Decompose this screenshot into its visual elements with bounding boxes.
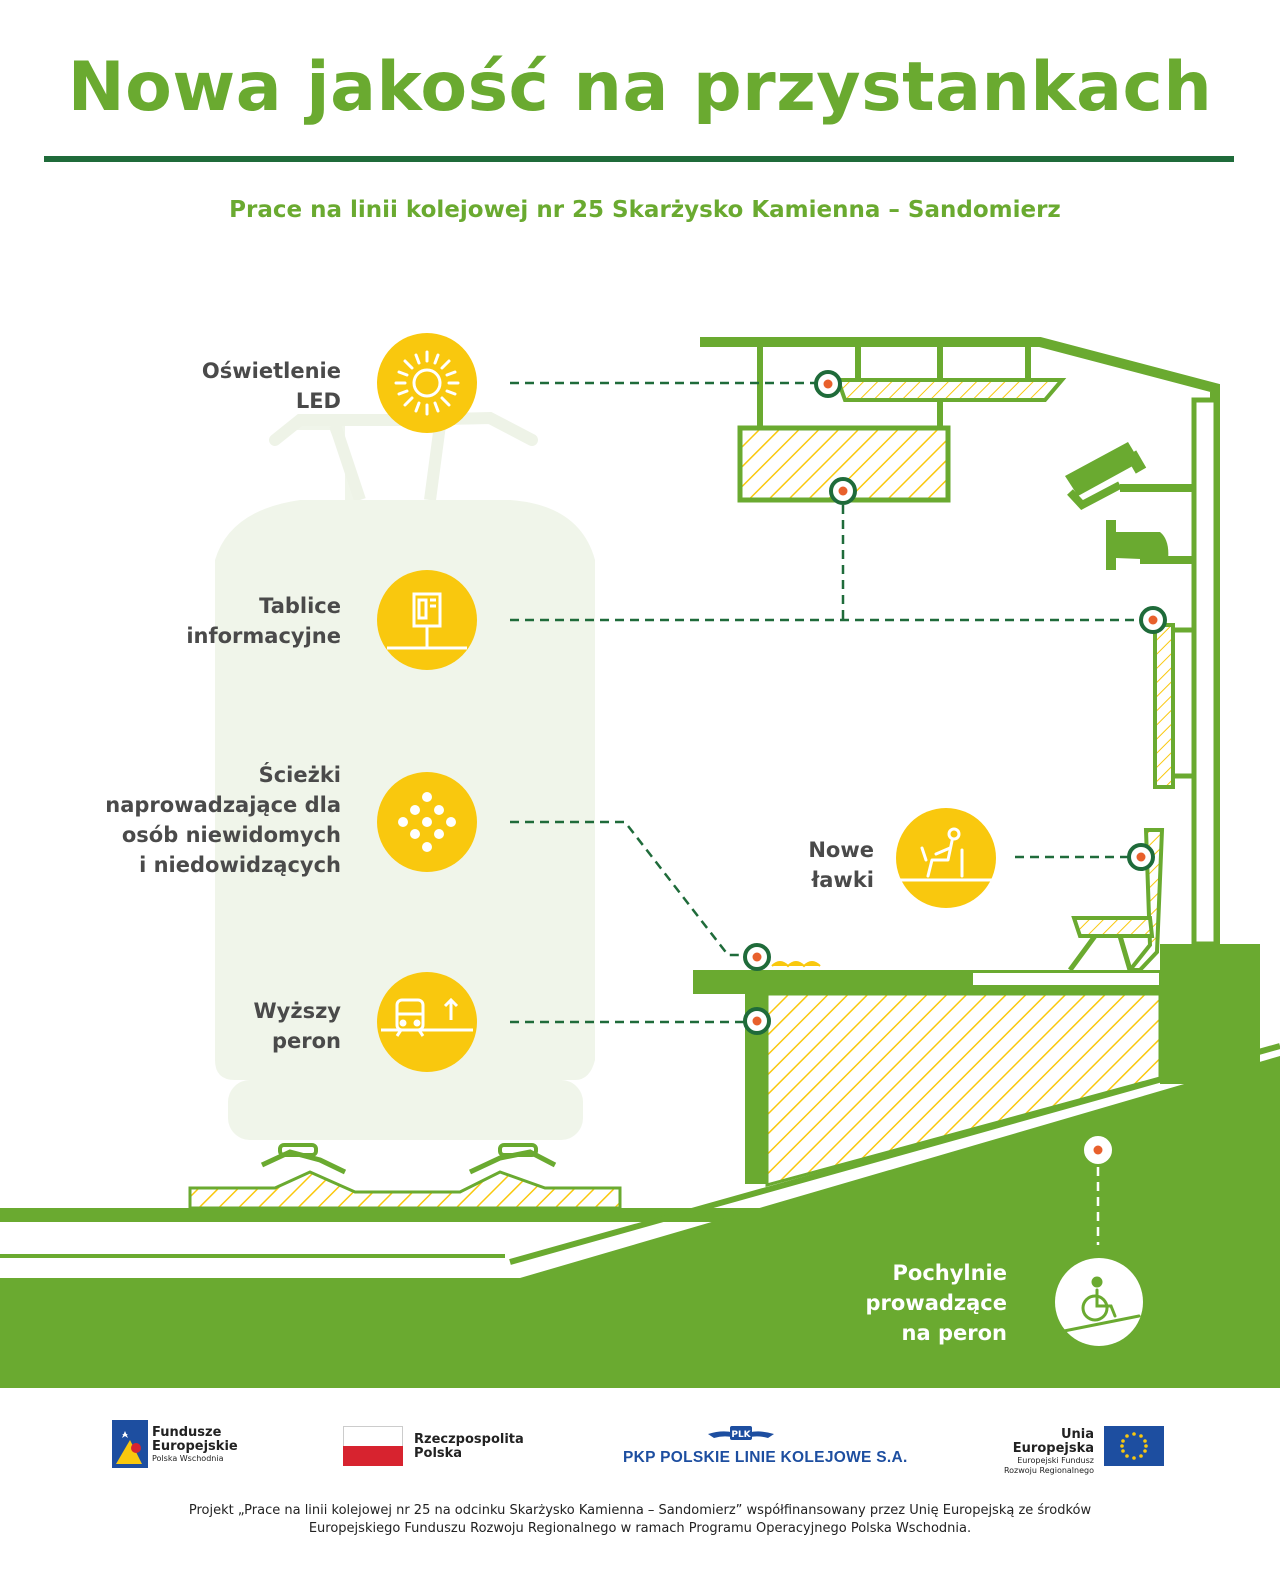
feature-label-ramps: Pochylnie prowadzące na peron xyxy=(865,1258,1007,1348)
markers xyxy=(743,370,1167,1164)
logo-fe-line1: Fundusze xyxy=(152,1425,222,1440)
label-line: na peron xyxy=(901,1321,1007,1345)
feature-label-boards: Tablice informacyjne xyxy=(186,591,341,651)
cctv-camera-icon xyxy=(1065,442,1194,510)
label-line: peron xyxy=(271,1029,341,1053)
page-subtitle: Prace na linii kolejowej nr 25 Skarżysko… xyxy=(229,197,1061,223)
label-line: LED xyxy=(295,389,341,413)
label-line: ławki xyxy=(811,868,874,892)
logo-fundusze-europejskie: Fundusze Europejskie Polska Wschodnia xyxy=(152,1426,238,1464)
eu-flag-icon xyxy=(1104,1426,1164,1466)
label-line: Wyższy xyxy=(253,999,342,1023)
connectors xyxy=(510,381,1152,1245)
label-line: Tablice xyxy=(259,594,341,618)
speaker-icon xyxy=(1106,520,1194,570)
plk-emblem-text: PLK xyxy=(731,1430,751,1440)
label-line: Oświetlenie xyxy=(201,359,341,383)
feature-label-led: Oświetlenie LED xyxy=(202,356,341,416)
logo-unia-europejska: Unia Europejska Europejski Fundusz Rozwo… xyxy=(980,1428,1094,1476)
project-footnote: Projekt „Prace na linii kolejowej nr 25 … xyxy=(0,1502,1280,1538)
track-left xyxy=(188,1143,622,1210)
marker-platform xyxy=(743,1007,771,1035)
label-line: informacyjne xyxy=(186,624,341,648)
logo-ue-small2: Rozwoju Regionalnego xyxy=(1003,1466,1094,1475)
logo-rzeczpospolita: Rzeczpospolita Polska xyxy=(414,1433,524,1461)
logo-ue-line1: Unia Europejska xyxy=(1012,1427,1094,1456)
sun-icon xyxy=(377,333,477,433)
logo-pkp-plk: PKP POLSKIE LINIE KOLEJOWE S.A. xyxy=(623,1449,908,1466)
label-line: osób niewidomych xyxy=(121,823,341,847)
bench xyxy=(1067,828,1165,972)
platform-diagram xyxy=(0,333,1280,1388)
feature-label-platform: Wyższy peron xyxy=(254,996,342,1056)
label-line: Ścieżki xyxy=(258,763,341,787)
logo-fe-line2: Europejskie xyxy=(152,1439,238,1454)
title-divider xyxy=(44,156,1234,162)
info-board-icon xyxy=(377,570,477,670)
marker-led xyxy=(814,370,842,398)
marker-display xyxy=(829,477,857,505)
footnote-line2: Europejskiego Funduszu Rozwoju Regionaln… xyxy=(308,1521,972,1536)
feature-label-tactile: Ścieżki naprowadzające dla osób niewidom… xyxy=(105,760,341,880)
label-line: naprowadzające dla xyxy=(105,793,341,817)
label-line: Nowe xyxy=(808,838,874,862)
logo-rp-line1: Rzeczpospolita xyxy=(414,1432,524,1447)
page-title: Nowa jakość na przystankach xyxy=(67,48,1213,127)
label-line: Pochylnie xyxy=(892,1261,1008,1285)
marker-tactile xyxy=(743,943,771,971)
platform xyxy=(693,944,1260,1187)
marker-ramp xyxy=(1084,1136,1112,1164)
label-line: i niedowidzących xyxy=(139,853,341,877)
info-board xyxy=(1153,623,1194,789)
feature-label-benches: Nowe ławki xyxy=(808,835,874,895)
label-line: prowadzące xyxy=(865,1291,1007,1315)
logo-ue-small1: Europejski Fundusz xyxy=(1017,1456,1094,1465)
logo-fe-small: Polska Wschodnia xyxy=(152,1454,224,1463)
marker-board xyxy=(1139,606,1167,634)
fundusze-europejskie-logo-icon xyxy=(112,1420,148,1468)
polish-flag-icon xyxy=(343,1426,403,1466)
tactile-dots-icon xyxy=(377,772,477,872)
wheelchair-icon xyxy=(1055,1258,1143,1346)
logo-rp-line2: Polska xyxy=(414,1446,463,1461)
footnote-line1: Projekt „Prace na linii kolejowej nr 25 … xyxy=(188,1503,1092,1518)
canopy xyxy=(700,337,1220,947)
seated-person-icon xyxy=(896,808,996,908)
plk-wings-emblem-icon: PLK xyxy=(708,1426,774,1440)
train-platform-icon xyxy=(377,972,477,1072)
ground xyxy=(0,1043,1280,1388)
marker-bench xyxy=(1127,843,1155,871)
